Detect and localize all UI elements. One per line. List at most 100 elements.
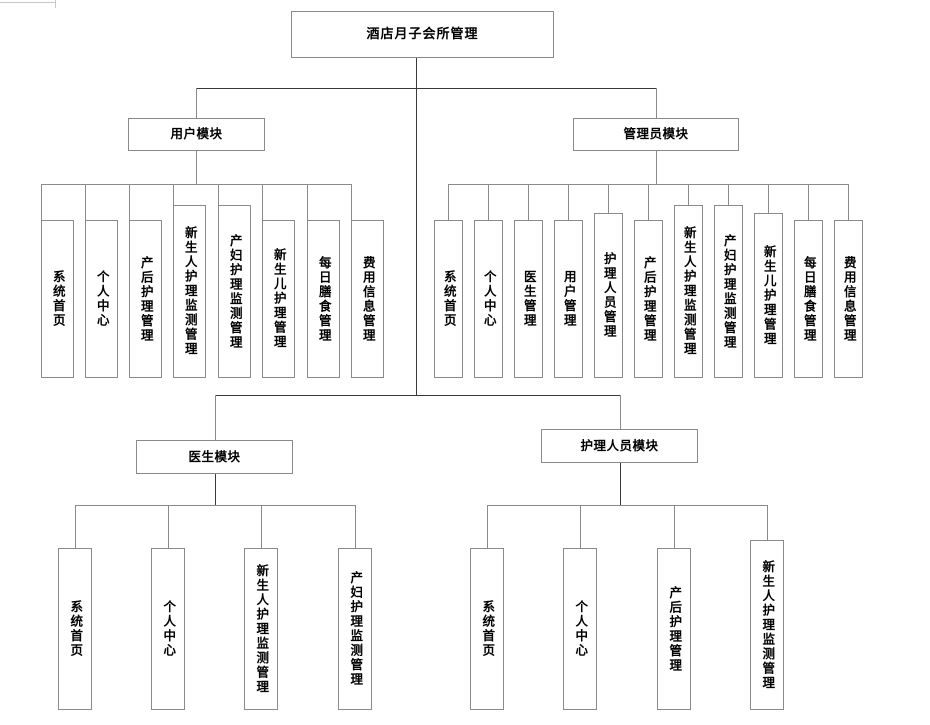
connector-user-leaf-7 (307, 184, 308, 220)
connector-admin-leaf-6 (648, 184, 649, 220)
connector-doctor-leaf-4 (355, 505, 356, 548)
leaf-label: 系统首页 (68, 600, 84, 658)
leaf-label: 产妇护理监测管理 (348, 571, 364, 687)
leaf-label: 产妇护理监测管理 (721, 233, 737, 350)
connector-admin-leaf-4 (568, 184, 569, 220)
leaf-node[interactable]: 新生人护理监测管理 (244, 548, 278, 710)
leaf-label: 医生管理 (521, 270, 537, 328)
leaf-label: 费用信息管理 (360, 255, 376, 343)
leaf-node[interactable]: 系统首页 (470, 548, 504, 710)
module-label-admin: 管理员模块 (623, 126, 689, 142)
leaf-label: 个人中心 (481, 270, 497, 328)
leaf-node[interactable]: 费用信息管理 (351, 220, 384, 378)
leaf-label: 产妇护理监测管理 (227, 233, 243, 350)
leaf-node[interactable]: 产后护理管理 (657, 548, 691, 710)
leaf-label: 个人中心 (94, 270, 110, 328)
root-node[interactable]: 酒店月子会所管理 (291, 11, 554, 58)
connector-user-children-bus (41, 184, 351, 185)
module-node-nurse[interactable]: 护理人员模块 (541, 429, 698, 463)
connector-doctor-leaf-3 (261, 505, 262, 548)
connector-admin-leaf-5 (608, 184, 609, 220)
connector-nurse-leaf-2 (580, 505, 581, 548)
module-label-user: 用户模块 (170, 126, 223, 142)
leaf-node[interactable]: 护理人员管理 (594, 213, 623, 378)
connector-admin-leaf-8 (728, 184, 729, 220)
leaf-node[interactable]: 每日膳食管理 (794, 220, 823, 378)
leaf-label: 新生人护理监测管理 (182, 226, 198, 357)
leaf-label: 新生儿护理管理 (761, 244, 777, 347)
leaf-node[interactable]: 产后护理管理 (634, 220, 663, 378)
module-node-admin[interactable]: 管理员模块 (573, 118, 739, 151)
connector-doctor-leaf-1 (75, 505, 76, 548)
connector-admin-leaf-2 (488, 184, 489, 220)
leaf-label: 系统首页 (441, 270, 457, 328)
leaf-label: 费用信息管理 (841, 255, 857, 343)
connector-to-user-module (196, 88, 197, 118)
connector-level2-bus (196, 88, 657, 89)
leaf-node[interactable]: 系统首页 (41, 220, 74, 378)
connector-nurse-module-down (620, 463, 621, 505)
leaf-label: 系统首页 (50, 270, 66, 328)
leaf-node[interactable]: 新生人护理监测管理 (750, 540, 784, 710)
leaf-node[interactable]: 产妇护理监测管理 (338, 548, 372, 710)
leaf-label: 个人中心 (573, 600, 589, 658)
leaf-label: 新生人护理监测管理 (254, 563, 270, 695)
connector-nurse-leaf-4 (767, 505, 768, 548)
leaf-node[interactable]: 产后护理管理 (129, 220, 162, 378)
leaf-node[interactable]: 产妇护理监测管理 (714, 205, 743, 378)
leaf-label: 产后护理管理 (667, 585, 683, 673)
connector-doctor-leaf-2 (168, 505, 169, 548)
leaf-node[interactable]: 系统首页 (58, 548, 92, 710)
connector-user-module-down (196, 151, 197, 184)
leaf-node[interactable]: 产妇护理监测管理 (218, 205, 251, 378)
connector-to-admin-module (656, 88, 657, 118)
leaf-node[interactable]: 新生人护理监测管理 (173, 205, 206, 378)
leaf-node[interactable]: 用户管理 (554, 220, 583, 378)
leaf-node[interactable]: 医生管理 (514, 220, 543, 378)
leaf-label: 新生人护理监测管理 (760, 559, 776, 691)
leaf-node[interactable]: 个人中心 (474, 220, 503, 378)
leaf-label: 个人中心 (161, 600, 177, 658)
connector-nurse-children-bus (487, 505, 767, 506)
leaf-label: 产后护理管理 (138, 255, 154, 343)
leaf-node[interactable]: 费用信息管理 (834, 220, 863, 378)
module-node-user[interactable]: 用户模块 (128, 118, 265, 151)
leaf-label: 产后护理管理 (641, 255, 657, 343)
leaf-label: 新生人护理监测管理 (681, 226, 697, 357)
connector-level2-lower-bus (215, 395, 620, 396)
connector-admin-leaf-9 (768, 184, 769, 220)
connector-nurse-leaf-3 (674, 505, 675, 548)
leaf-node[interactable]: 个人中心 (563, 548, 597, 710)
connector-doctor-children-bus (75, 505, 355, 506)
leaf-node[interactable]: 新生人护理监测管理 (674, 205, 703, 378)
frame-hairline (0, 2, 56, 3)
connector-to-nurse-module (620, 395, 621, 440)
module-label-doctor: 医生模块 (188, 448, 241, 464)
connector-user-leaf-6 (262, 184, 263, 220)
leaf-node[interactable]: 系统首页 (434, 220, 463, 378)
module-label-nurse: 护理人员模块 (580, 437, 659, 453)
connector-doctor-module-down (215, 474, 216, 505)
connector-user-leaf-2 (85, 184, 86, 220)
leaf-node[interactable]: 新生儿护理管理 (754, 213, 783, 378)
connector-root-trunk (416, 58, 417, 395)
leaf-node[interactable]: 个人中心 (85, 220, 118, 378)
module-node-doctor[interactable]: 医生模块 (136, 440, 293, 474)
connector-user-leaf-3 (129, 184, 130, 220)
leaf-label: 每日膳食管理 (316, 255, 332, 343)
leaf-label: 护理人员管理 (601, 252, 617, 339)
root-node-label: 酒店月子会所管理 (366, 26, 479, 42)
connector-user-leaf-8 (351, 184, 352, 220)
connector-admin-leaf-11 (848, 184, 849, 220)
connector-nurse-leaf-1 (487, 505, 488, 548)
connector-user-leaf-1 (41, 184, 42, 220)
connector-user-leaf-4 (173, 184, 174, 220)
leaf-node[interactable]: 新生儿护理管理 (262, 220, 295, 378)
leaf-node[interactable]: 个人中心 (151, 548, 185, 710)
connector-admin-leaf-7 (688, 184, 689, 220)
leaf-label: 新生儿护理管理 (271, 248, 287, 350)
leaf-label: 系统首页 (480, 600, 496, 658)
leaf-node[interactable]: 每日膳食管理 (307, 220, 340, 378)
connector-admin-leaf-1 (448, 184, 449, 220)
